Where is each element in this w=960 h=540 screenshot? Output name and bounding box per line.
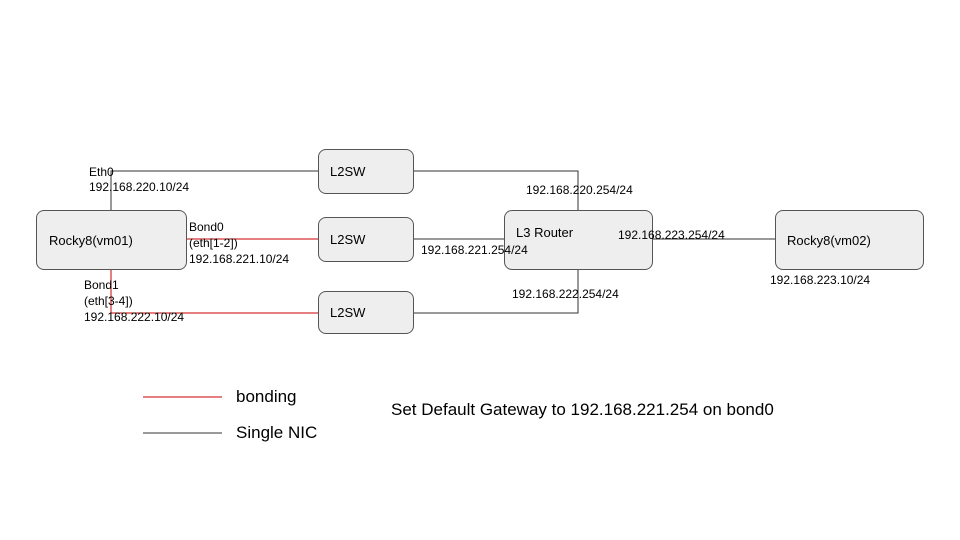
node-l2sw-bot-label: L2SW: [330, 305, 366, 320]
node-l2sw-top-label: L2SW: [330, 164, 366, 179]
bond1-name: Bond1: [84, 278, 119, 292]
node-router-label: L3 Router: [516, 225, 574, 240]
default-gateway-note: Set Default Gateway to 192.168.221.254 o…: [391, 400, 774, 419]
router-ip-220: 192.168.220.254/24: [526, 183, 633, 197]
sw-top-router-link: [414, 170, 579, 210]
legend-bonding-label: bonding: [236, 387, 297, 406]
bond1-ip: 192.168.222.10/24: [84, 310, 185, 324]
eth0-link: [110, 170, 318, 210]
eth0-name: Eth0: [89, 165, 114, 179]
node-l2sw-mid: L2SW: [318, 217, 414, 262]
bond1-members: (eth[3-4]): [84, 294, 133, 308]
node-vm02: Rocky8(vm02): [775, 210, 924, 270]
router-ip-223: 192.168.223.254/24: [618, 228, 725, 242]
vm02-ip: 192.168.223.10/24: [770, 273, 871, 287]
node-vm02-label: Rocky8(vm02): [787, 232, 871, 248]
bond1-link: [110, 270, 318, 314]
bond0-name: Bond0: [189, 220, 224, 234]
bond0-members: (eth[1-2]): [189, 236, 238, 250]
router-ip-221: 192.168.221.254/24: [421, 243, 528, 257]
node-l2sw-mid-label: L2SW: [330, 232, 366, 247]
bond0-ip: 192.168.221.10/24: [189, 252, 290, 266]
node-vm01: Rocky8(vm01): [36, 210, 187, 270]
eth0-ip: 192.168.220.10/24: [89, 180, 190, 194]
node-l2sw-top: L2SW: [318, 149, 414, 194]
legend-single-label: Single NIC: [236, 423, 318, 442]
node-router: L3 Router: [504, 210, 653, 270]
router-ip-222: 192.168.222.254/24: [512, 287, 619, 301]
sw-bot-router-link: [414, 270, 579, 314]
node-l2sw-bot: L2SW: [318, 291, 414, 334]
node-vm01-label: Rocky8(vm01): [49, 232, 133, 248]
